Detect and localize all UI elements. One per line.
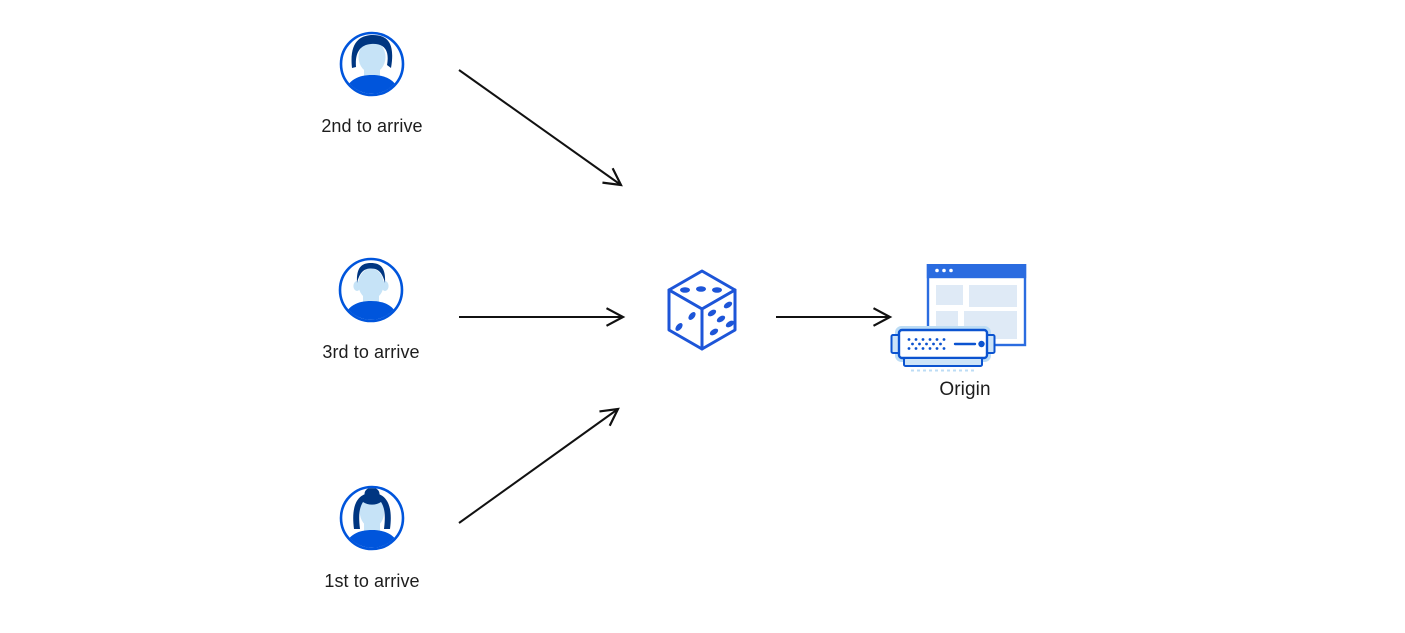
window-dot [935,268,939,273]
arrow-visitor-top-to-dice [458,69,623,187]
browser-titlebar [926,262,1027,279]
content-block [969,285,1017,307]
avatar-hair [353,493,391,529]
arrow-visitor-bottom-to-dice [458,407,620,524]
origin-server-icon [890,262,1027,372]
window-dot [949,268,953,273]
label-origin: Origin [939,379,991,400]
content-block [936,285,963,305]
window-dot [942,268,946,273]
label-visitor-middle: 3rd to arrive [322,342,420,362]
label-visitor-top: 2nd to arrive [321,116,423,136]
user-avatar-icon [338,257,404,323]
avatar-face [358,41,386,73]
avatar-face [359,496,385,528]
node-visitor-bottom [338,484,406,557]
node-visitor-top [338,30,406,103]
avatar-hair [351,35,393,68]
user-avatar-icon [339,31,405,97]
content-block [936,311,958,326]
server-base [903,357,983,367]
server-indicator-light [978,340,985,348]
avatar-hair [356,263,386,283]
node-visitor-middle [337,256,405,329]
avatar-face [358,268,384,300]
label-visitor-bottom: 1st to arrive [324,571,420,591]
server-device [890,326,996,372]
server-vent-dots [907,338,946,350]
user-avatar-icon [339,485,405,551]
node-origin [890,262,1033,383]
node-randomizer [666,268,738,357]
dice-icon [667,269,737,351]
